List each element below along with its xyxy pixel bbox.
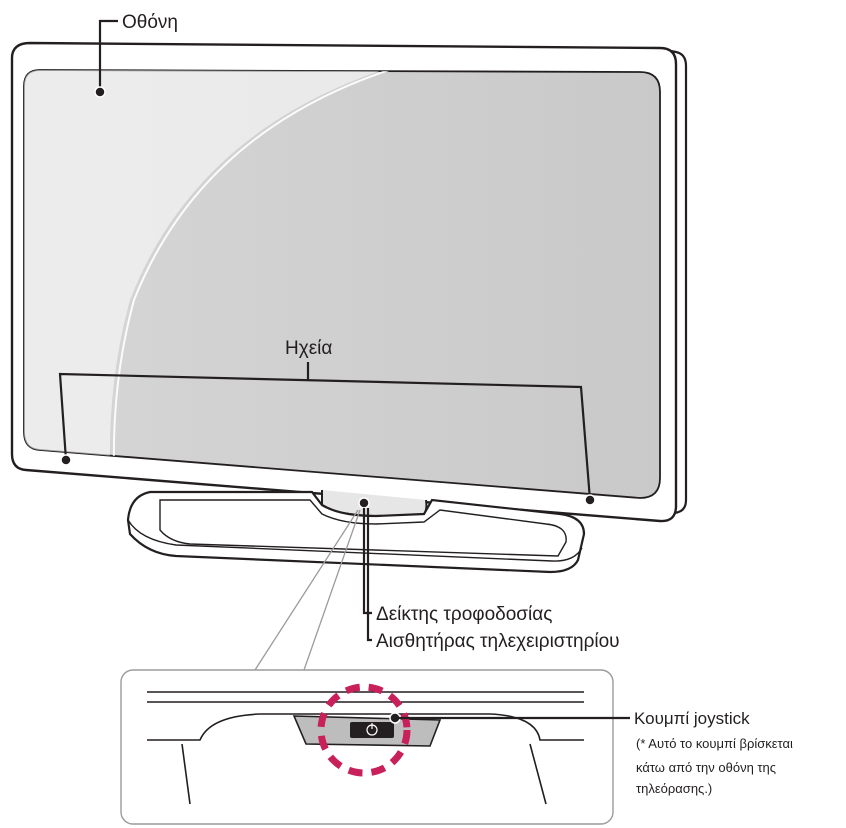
joystick-note-line-1: (* Αυτό το κουμπί βρίσκεται xyxy=(636,736,793,751)
joystick-highlight-ring xyxy=(317,683,411,777)
joystick-leader xyxy=(389,712,630,724)
zoom-detail-box xyxy=(120,669,614,825)
zoom-lines xyxy=(254,509,361,671)
joystick-note-line-2: κάτω από την οθόνη της xyxy=(636,760,776,775)
screen-leader xyxy=(94,19,118,98)
tv-screen xyxy=(23,69,661,499)
joystick-button-shape xyxy=(350,722,394,738)
joystick-label: Κουμπί joystick xyxy=(634,709,750,728)
speakers-leader xyxy=(58,362,596,506)
speakers-label: Ηχεία xyxy=(285,338,332,359)
power-sensor-leader xyxy=(358,497,372,642)
screen-label: Οθόνη xyxy=(122,12,178,33)
remote-sensor-label: Αισθητήρας τηλεχειριστηρίου xyxy=(376,631,620,652)
power-indicator-label: Δείκτης τροφοδοσίας xyxy=(376,604,552,625)
joystick-note-line-3: τηλεόρασης.) xyxy=(636,781,712,796)
